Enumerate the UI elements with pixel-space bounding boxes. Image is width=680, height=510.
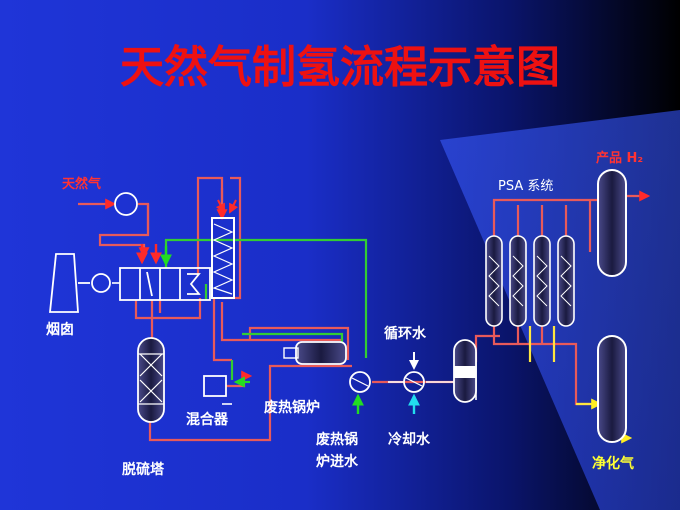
psa-adsorber-3 <box>533 235 551 327</box>
chimney <box>49 253 90 313</box>
label-product-h2: 产品 H₂ <box>596 150 643 166</box>
label-waste-heat-boiler: 废热锅炉 <box>264 399 320 416</box>
label-chimney: 烟囱 <box>46 321 74 338</box>
reformer-furnace <box>211 217 235 299</box>
convection-section <box>119 267 211 301</box>
label-circulating-water: 循环水 <box>384 325 427 342</box>
psa-adsorbers <box>485 235 575 327</box>
heat-exchanger-cooler <box>403 371 425 393</box>
label-psa-system: PSA 系统 <box>498 179 553 194</box>
label-mixer: 混合器 <box>186 411 229 428</box>
desulfurization-tower-vessel <box>137 337 165 423</box>
gas-liquid-separator <box>453 339 477 403</box>
label-purified-gas: 净化气 <box>592 455 634 472</box>
heat-exchanger-boiler <box>349 371 371 393</box>
flow-arrows <box>136 199 420 414</box>
label-natural-gas: 天然气 <box>62 176 101 192</box>
page-title: 天然气制氢流程示意图 <box>120 42 560 93</box>
mixer-box <box>203 375 227 397</box>
psa-adsorber-1 <box>485 235 503 327</box>
purified-gas-tank <box>597 335 627 443</box>
label-boiler-feed-water-line2: 炉进水 <box>316 453 359 470</box>
psa-adsorber-4 <box>557 235 575 327</box>
waste-heat-boiler-drum <box>283 341 347 365</box>
label-boiler-feed-water-line1: 废热锅 <box>316 431 358 448</box>
product-h2-tank <box>597 169 627 277</box>
psa-adsorber-2 <box>509 235 527 327</box>
label-desulfurization-tower: 脱硫塔 <box>122 461 165 478</box>
label-cooling-water: 冷却水 <box>388 431 431 448</box>
induced-draft-fan <box>91 273 111 293</box>
feed-compressor <box>114 192 138 216</box>
